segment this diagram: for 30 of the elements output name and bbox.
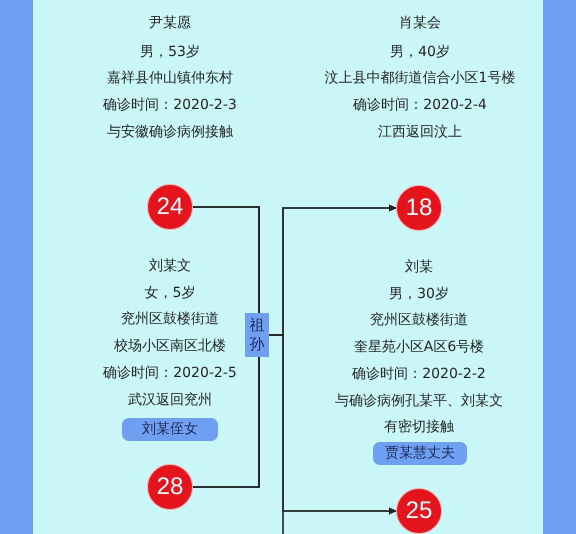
info-text: 尹某愿 [149, 14, 191, 32]
info-text: 与安徽确诊病例接触 [107, 123, 233, 141]
info-text: 男，53岁 [140, 43, 200, 61]
relation-tag: 刘某侄女 [122, 418, 218, 441]
info-text: 确诊时间：2020-2-3 [103, 96, 237, 114]
case-info-text: 女，5岁 [144, 284, 196, 302]
case-info-text: 兖州区鼓楼街道 [370, 311, 468, 330]
info-text: 男，40岁 [390, 43, 450, 61]
relation-tag: 贾某慧丈夫 [373, 442, 467, 465]
case-number-circle: 18 [396, 185, 442, 231]
info-text: 江西返回汶上 [378, 123, 462, 141]
info-text: 确诊时间：2020-2-4 [353, 96, 487, 114]
case-info-text: 与确诊病例孔某平、刘某文有密切接触 [334, 392, 504, 438]
case-info-text: 奎星苑小区A区6号楼 [354, 338, 484, 356]
case-info-text: 兖州区鼓楼街道 [121, 310, 219, 328]
case-info-text: 校场小区南区北楼 [114, 337, 226, 356]
case-number-circle: 28 [147, 464, 193, 510]
case-number-circle: 25 [396, 488, 442, 534]
case-info-text: 男，30岁 [389, 284, 449, 303]
case-info-text: 刘某文 [149, 257, 191, 275]
case-info-text: 确诊时间：2020-2-5 [103, 364, 237, 382]
connector-line [193, 334, 397, 514]
case-info-text: 确诊时间：2020-2-2 [352, 364, 486, 383]
case-number-circle: 24 [147, 184, 193, 230]
info-text: 肖某会 [399, 14, 441, 32]
edge-label: 祖孙 [245, 313, 269, 357]
info-text: 嘉祥县仲山镇仲东村 [107, 69, 233, 87]
case-info-text: 武汉返回兖州 [128, 390, 212, 408]
info-text: 汶上县中都街道信合小区1号楼 [324, 69, 516, 87]
case-info-text: 刘某 [405, 258, 433, 276]
